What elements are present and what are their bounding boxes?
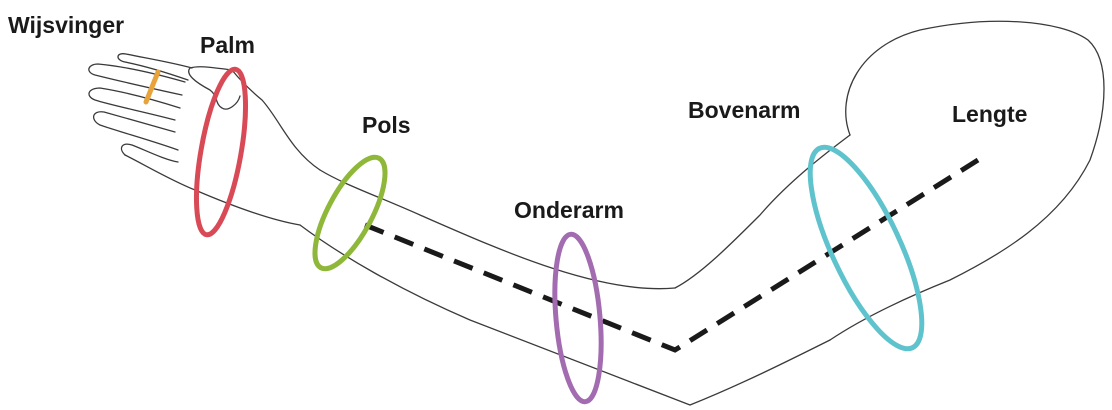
palm-label: Palm — [200, 32, 255, 58]
finger-label: Wijsvinger — [8, 12, 124, 38]
finger-ring — [143, 69, 161, 105]
wrist-ring — [312, 154, 388, 272]
shoulder-outline — [829, 20, 1105, 341]
forearm-bottom-edge — [299, 224, 831, 406]
finger-outline-1 — [120, 143, 179, 163]
finger-outline-2 — [93, 111, 179, 151]
wrist-label: Pols — [362, 112, 411, 138]
finger-outline-3 — [88, 87, 181, 121]
forearm-top-edge — [319, 169, 676, 290]
length-label: Lengte — [952, 101, 1027, 127]
index-finger-outline — [117, 53, 193, 81]
finger-outline-4 — [88, 63, 186, 96]
upper-arm-label: Bovenarm — [688, 97, 800, 123]
length-line — [364, 157, 980, 353]
forearm-ring — [552, 231, 604, 405]
palm-ring — [193, 66, 249, 238]
hand-bottom-edge — [124, 154, 301, 226]
upper-arm-ring — [807, 144, 925, 352]
thumb-outline — [188, 66, 241, 110]
upper-arm-top-edge — [674, 134, 851, 289]
arm-outline — [88, 20, 1105, 406]
forearm-label: Onderarm — [514, 197, 624, 223]
